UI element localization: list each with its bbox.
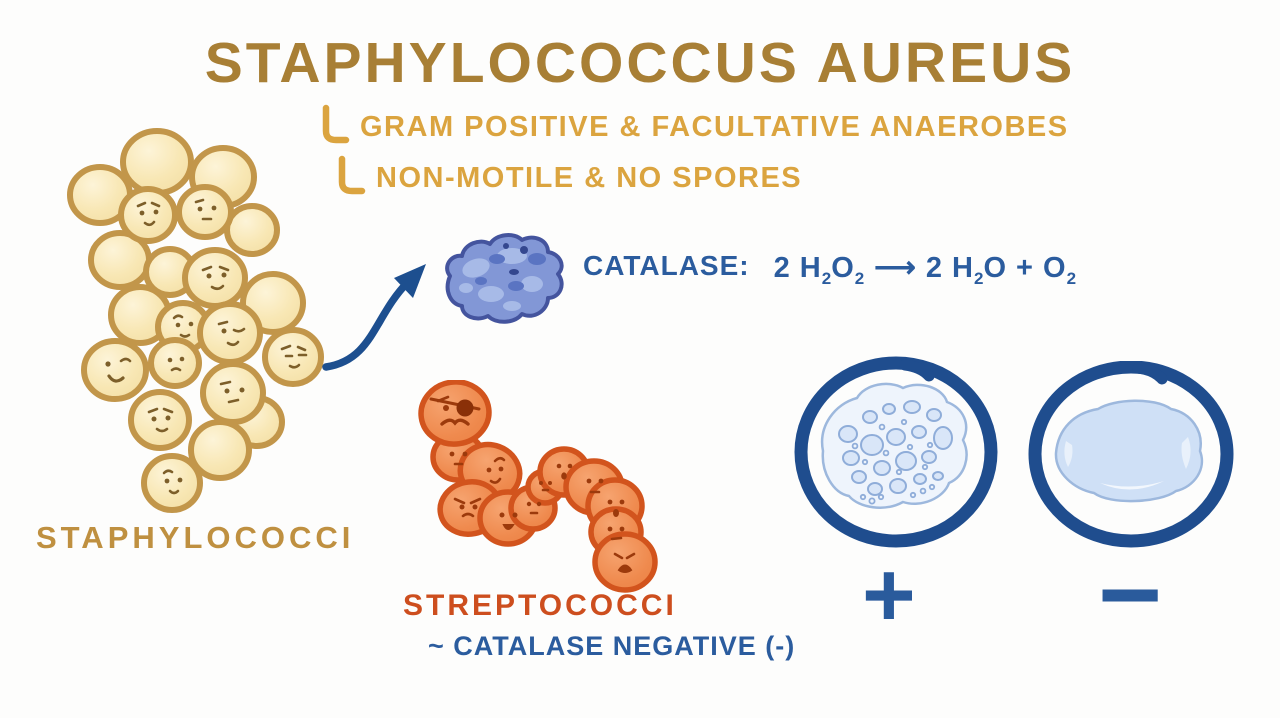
petri-dish-negative [1028,361,1234,548]
catalase-label: CATALASE: [583,250,750,281]
coccus-face [586,478,604,494]
coccus-face [449,451,468,466]
coccus-face [194,198,217,221]
coccus-face [147,407,174,433]
coccus-face [201,265,230,291]
coccus-face [526,501,542,515]
bullet-non-motile: NON-MOTILE & NO SPORES [334,155,802,197]
catalase-negative-sign: − [1098,533,1163,656]
catalase-equation-row: CATALASE: 2 H2O2⟶2 H2O + O2 [583,250,1076,289]
coccus-face [613,552,636,573]
catalase-negative-note: ~ CATALASE NEGATIVE (-) [428,631,796,661]
coccus-face [453,497,482,518]
catalase-positive-sign: + [862,544,916,646]
coccus-face [556,463,573,480]
coccus-face [280,344,308,369]
coccus-face [136,201,161,227]
coccus-face [607,526,625,541]
catalase-equation: 2 H2O2⟶2 H2O + O2 [773,252,1077,288]
coccus-face [172,314,194,338]
bullet-gram-positive: GRAM POSITIVE & FACULTATIVE ANAEROBES [318,104,1069,146]
elbow-connector-icon [338,155,366,195]
coccus-face [217,320,246,347]
pirate-coccus-face [429,395,481,426]
coccus-face [607,499,625,517]
coccus-face [105,357,132,383]
coccus-face [162,469,183,495]
page-title: STAPHYLOCOCCUS AUREUS [204,31,1076,95]
catalase-enzyme-blob [445,233,564,324]
coccus-face [539,481,552,492]
bullet-label: NON-MOTILE & NO SPORES [376,162,803,194]
staphylococci-cluster-illustration [67,128,324,513]
coccus-face [219,380,245,404]
staphylococci-label: STAPHYLOCOCCI [36,520,355,555]
petri-dish-positive [794,356,998,548]
streptococci-chain-illustration [418,380,658,593]
streptococci-label: STREPTOCOCCI [403,589,677,622]
coccus-face [499,512,518,530]
coccus-face [486,456,506,484]
curved-arrow-icon [322,264,426,371]
coccus-face [167,356,185,372]
bullet-label: GRAM POSITIVE & FACULTATIVE ANAEROBES [360,111,1069,143]
elbow-connector-icon [322,104,350,144]
